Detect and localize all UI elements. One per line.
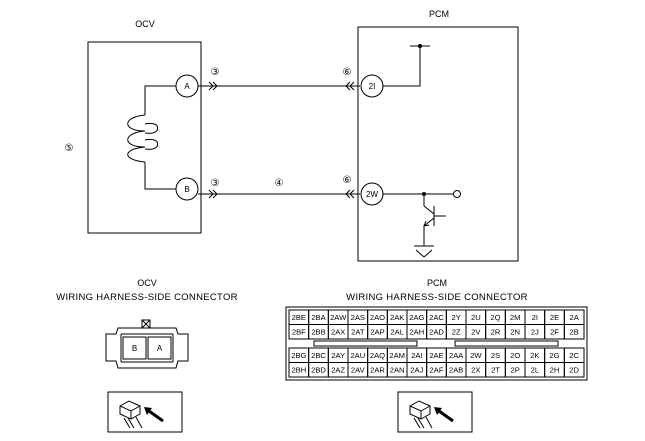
wire-callout-4: ④: [275, 178, 284, 189]
pcm-pin-label: 2Q: [490, 313, 500, 322]
wire-bottom: [198, 189, 360, 199]
pcm-pin-label: 2F: [550, 328, 559, 337]
pcm-pin-label: 2BF: [292, 328, 306, 337]
pcm-pin-label: 2S: [491, 351, 500, 360]
pcm-pin-label: 2A: [570, 313, 580, 322]
pcm-pin-label: 2AJ: [410, 366, 423, 375]
pcm-pin-label: 2BH: [291, 366, 306, 375]
ocv-coil-symbol: [127, 85, 176, 190]
pcm-pin-label: 2BC: [311, 351, 326, 360]
pcm-pin-label: 2AE: [429, 351, 443, 360]
pcm-connector-title: PCM: [427, 278, 447, 288]
pcm-pin-label: 2O: [510, 351, 520, 360]
pcm-pin-label: 2X: [471, 366, 480, 375]
pcm-pin-label: 2AV: [351, 366, 366, 375]
pcm-pin-label: 2P: [511, 366, 520, 375]
pcm-pin-label: 2AL: [390, 328, 404, 337]
pcm-bottom-callout: ⑥: [343, 175, 352, 186]
pcm-transistor-circuit: [383, 190, 461, 258]
pcm-connector-view-icon: [397, 391, 473, 433]
ocv-callout-5: ⑤: [65, 143, 74, 154]
pcm-terminal-2w-label: 2W: [366, 190, 378, 199]
pcm-pin-label: 2AN: [390, 366, 405, 375]
pcm-pin-cell: [563, 324, 585, 340]
pcm-pin-label: 2C: [569, 351, 579, 360]
pcm-pin-label: 2B: [570, 328, 579, 337]
ocv-connector-title: OCV: [137, 278, 157, 288]
pcm-pin-label: 2L: [531, 366, 539, 375]
pcm-pin-label: 2AI: [411, 351, 422, 360]
pcm-box: [357, 26, 519, 262]
pcm-pin-label: 2BD: [311, 366, 326, 375]
pcm-pin-label: 2H: [550, 366, 560, 375]
ocv-b-callout: ③: [211, 178, 220, 189]
pcm-pin-label: 2AF: [430, 366, 444, 375]
ocv-connector-pin-a: A: [157, 344, 163, 353]
pcm-pin-label: 2D: [569, 366, 579, 375]
pcm-pin-label: 2AB: [449, 366, 463, 375]
pcm-pin-label: 2AT: [351, 328, 365, 337]
pcm-pin-label: 2E: [550, 313, 559, 322]
pcm-pin-label: 2BE: [292, 313, 306, 322]
pcm-pin-label: 2I: [532, 313, 538, 322]
pcm-pin-label: 2M: [510, 313, 521, 322]
pcm-pin-label: 2R: [491, 328, 501, 337]
pcm-pin-label: 2AU: [350, 351, 365, 360]
pcm-pin-label: 2AP: [370, 328, 384, 337]
ocv-terminal-a-label: A: [184, 82, 190, 91]
pcm-pin-label: 2AG: [409, 313, 424, 322]
ocv-box: [87, 41, 202, 234]
pcm-pin-label: 2AQ: [370, 351, 385, 360]
pcm-pin-label: 2AY: [331, 351, 345, 360]
pcm-title: PCM: [429, 9, 449, 19]
pcm-pin-label: 2BA: [311, 313, 326, 322]
pcm-top-circuit: [383, 44, 430, 87]
pcm-pin-label: 2G: [549, 351, 559, 360]
ocv-a-callout: ③: [211, 67, 220, 78]
ocv-connector-subtitle: WIRING HARNESS-SIDE CONNECTOR: [56, 292, 238, 303]
pcm-pin-label: 2AM: [389, 351, 405, 360]
pcm-connector-face: 2BE 2BA 2AW 2AS 2AO 2AK 2AG 2AC 2Y 2U 2Q 2M 2I 2E 2A 2B…: [285, 306, 588, 381]
pcm-pin-label: 2AK: [390, 313, 404, 322]
pcm-pin-label: 2Y: [452, 313, 461, 322]
pcm-pin-label: 2W: [470, 351, 482, 360]
pcm-terminal-2i-label: 2I: [369, 82, 376, 91]
pcm-pin-label: 2AX: [331, 328, 345, 337]
pcm-pin-label: 2J: [531, 328, 539, 337]
pcm-pin-label: 2AZ: [331, 366, 345, 375]
pcm-connector-subtitle: WIRING HARNESS-SIDE CONNECTOR: [346, 292, 528, 303]
pcm-top-callout: ⑥: [343, 67, 352, 78]
pcm-pin-label: 2AH: [409, 328, 424, 337]
pcm-pin-label: 2AW: [330, 313, 347, 322]
pcm-pin-label: 2AR: [370, 366, 385, 375]
pcm-pin-label: 2BG: [291, 351, 306, 360]
pcm-pin-label: 2BB: [311, 328, 325, 337]
pcm-pin-label: 2T: [491, 366, 500, 375]
pcm-pin-label: 2AA: [449, 351, 464, 360]
ocv-connector-pin-b: B: [132, 344, 137, 353]
ocv-connector-face: B A: [105, 319, 189, 369]
pcm-pin-label: 2AD: [429, 328, 444, 337]
pcm-pin-label: 2V: [471, 328, 481, 337]
ocv-terminal-b-label: B: [184, 185, 189, 194]
pcm-pin-label: 2U: [471, 313, 481, 322]
pcm-pin-label: 2AC: [429, 313, 444, 322]
ocv-connector-view-icon: [107, 391, 183, 433]
pcm-pin-label: 2AO: [370, 313, 385, 322]
pcm-pin-label: 2N: [510, 328, 520, 337]
ocv-title: OCV: [135, 19, 155, 29]
pcm-pin-label: 2Z: [452, 328, 461, 337]
pcm-pin-label: 2K: [530, 351, 539, 360]
pcm-pin-cell: [563, 362, 585, 378]
wire-top: [198, 81, 360, 91]
pcm-pin-label: 2AS: [351, 313, 365, 322]
